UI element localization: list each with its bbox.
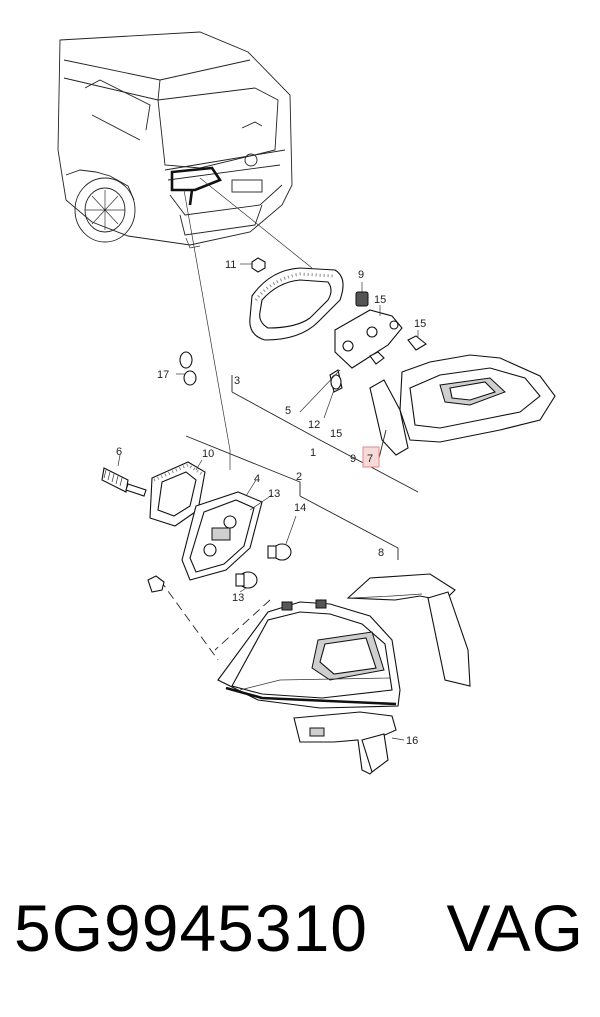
inner-tail-light (399, 354, 556, 443)
gasket-3 (249, 267, 344, 341)
bulb-13 (235, 571, 258, 593)
callout-label: 8 (378, 547, 384, 559)
assembly-bracket-line (185, 435, 301, 496)
exploded-parts-diagram: 11 9 15 15 17 3 5 12 15 1 9 7 6 10 2 4 1… (57, 31, 556, 775)
callout-label: 4 (254, 473, 260, 485)
callout-label: 17 (157, 369, 169, 381)
seal-8 (346, 573, 471, 687)
callout-label: 13 (268, 488, 280, 500)
callout-label: 15 (414, 318, 426, 330)
screws-17 (176, 351, 197, 386)
callout-label-highlighted: 7 (367, 453, 373, 465)
leader-line (199, 177, 313, 269)
nut-11 (240, 257, 266, 273)
adjust-screw-6 (101, 454, 147, 497)
callout-label: 3 (234, 375, 240, 387)
callout-label: 2 (296, 471, 302, 483)
assembly-bracket-line (299, 495, 399, 560)
lens-part-7 (369, 379, 409, 456)
assembly-bracket-line (231, 391, 419, 493)
car-rear-illustration (57, 31, 293, 249)
leader-line (249, 494, 273, 511)
bulb-carrier-4 (181, 479, 263, 581)
callout-label: 9 (350, 453, 356, 465)
bulb-12 (330, 374, 342, 390)
callout-label: 13 (232, 592, 244, 604)
leader-line (183, 189, 231, 451)
callout-label: 9 (358, 269, 364, 281)
brand-caption: VAG (446, 891, 584, 965)
callout-label: 16 (406, 735, 418, 747)
outer-tail-light (217, 599, 401, 709)
callout-label: 15 (374, 294, 386, 306)
callout-label: 12 (308, 419, 320, 431)
callout-label: 11 (225, 259, 236, 271)
callout-label: 14 (294, 502, 306, 514)
mounting-bracket-16 (293, 711, 405, 775)
dashed-leader (159, 579, 219, 661)
callout-label: 15 (330, 428, 342, 440)
part-number-caption: 5G9945310 (14, 891, 368, 965)
callout-label: 6 (116, 446, 122, 458)
dashed-leader (214, 599, 271, 651)
callout-label: 5 (285, 405, 291, 417)
callout-label: 1 (310, 447, 316, 459)
bulb-14 (267, 515, 297, 561)
highlighted-part-marker (362, 446, 380, 468)
nut (147, 575, 165, 593)
callout-label: 10 (202, 448, 214, 460)
